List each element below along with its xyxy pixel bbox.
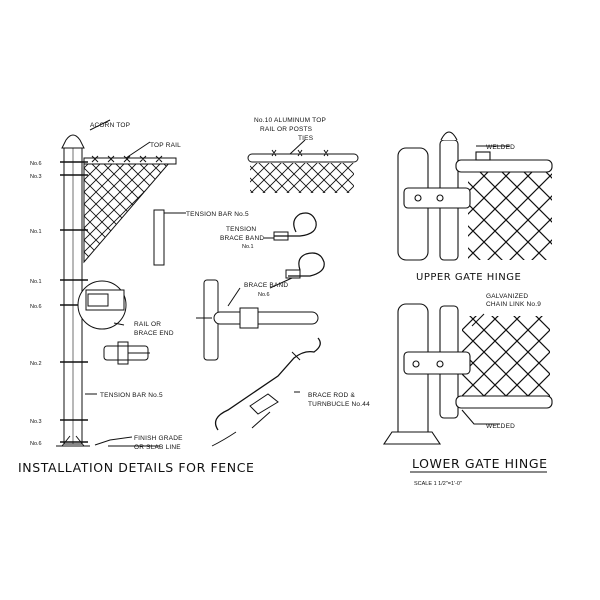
brace-end-label: BRACE END — [134, 330, 174, 337]
gauge-label: No.3 — [30, 419, 42, 425]
main-title: INSTALLATION DETAILS FOR FENCE — [18, 460, 255, 475]
gauge-label: No.1 — [30, 229, 42, 235]
gauge-label: No.3 — [30, 174, 42, 180]
brace-band-number: No.6 — [258, 292, 270, 298]
acorn-top-label: ACORN TOP — [90, 122, 130, 129]
gauge-label: No.2 — [30, 361, 42, 367]
brace-band-label: BRACE BAND — [244, 282, 288, 289]
brace-rod-label-2: TURNBUCLE No.44 — [308, 401, 370, 408]
tension-bar-label: TENSION BAR No.5 — [186, 211, 249, 218]
aluminum-ties-label-2: RAIL OR POSTS — [260, 126, 313, 133]
gauge-label: No.6 — [30, 304, 42, 310]
tension-band-label-2: BRACE BAND — [220, 235, 264, 242]
gauge-label: No.6 — [30, 441, 42, 447]
fence-post-detail — [56, 119, 177, 447]
aluminum-ties-label-1: No.10 ALUMINUM TOP — [254, 117, 326, 124]
aluminum-ties-label-3: TIES — [298, 135, 314, 142]
lower-gate-hinge — [382, 303, 553, 473]
brace-rod-label-1: BRACE ROD & — [308, 392, 355, 399]
upper-hinge-title: UPPER GATE HINGE — [416, 272, 521, 283]
tension-band-label-1: TENSION — [226, 226, 256, 233]
upper-gate-hinge — [397, 131, 553, 261]
gauge-label: No.1 — [30, 279, 42, 285]
gauge-label: No.6 — [30, 161, 42, 167]
finish-grade-label: FINISH GRADE — [134, 435, 183, 442]
galvanized-label-2: CHAIN LINK No.9 — [486, 301, 541, 308]
lower-hinge-title: LOWER GATE HINGE — [412, 456, 548, 471]
post-tension-bar-label: TENSION BAR No.5 — [100, 392, 163, 399]
top-rail-label: TOP RAIL — [150, 142, 181, 149]
center-details — [153, 139, 359, 447]
scale-label: SCALE 1 1/2"=1'-0" — [414, 481, 462, 487]
galvanized-label-1: GALVANIZED — [486, 293, 528, 300]
slab-line-label: OR SLAB LINE — [134, 444, 181, 451]
tension-band-number: No.1 — [242, 244, 254, 250]
welded-bottom-label: WELDED — [486, 423, 515, 430]
rail-or-label: RAIL OR — [134, 321, 161, 328]
welded-top-label: WELDED — [486, 144, 515, 151]
